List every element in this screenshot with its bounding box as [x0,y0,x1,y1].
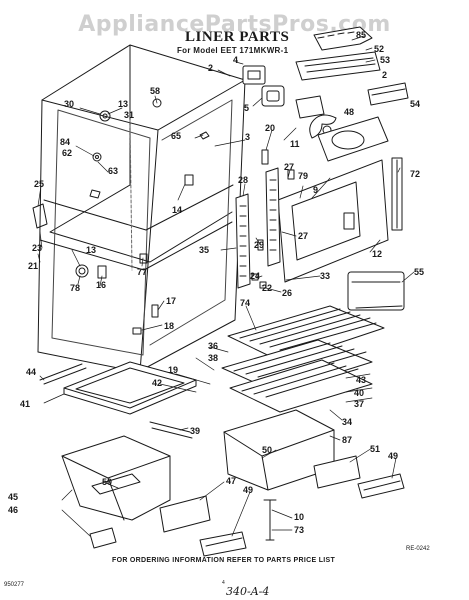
diagram-title: LINER PARTS [185,29,290,45]
callout-79: 79 [298,171,309,181]
callout-22: 22 [262,283,273,293]
bottom-trims [159,455,405,557]
callout-72: 72 [410,169,421,179]
glass-shelf [39,361,197,439]
callout-49: 49 [388,451,399,461]
callout-36: 36 [208,341,219,351]
callout-24: 24 [250,271,261,281]
callout-18: 18 [164,321,175,331]
callout-33: 33 [320,271,331,281]
page-number: 4 [222,580,225,586]
callout-11: 11 [290,139,300,149]
callout-52: 52 [374,44,385,54]
callout-37: 37 [354,399,365,409]
callout-13: 13 [118,99,129,109]
callout-50: 50 [262,445,273,455]
callout-21: 21 [28,261,39,271]
callout-62: 62 [62,148,73,158]
callout-40: 40 [354,388,365,398]
callout-41: 41 [20,399,31,409]
callout-58: 58 [150,86,161,96]
callout-53: 53 [380,55,391,65]
callout-19: 19 [168,365,179,375]
callout-63: 63 [108,166,119,176]
callout-20: 20 [265,123,276,133]
callout-44: 44 [26,367,37,377]
callout-26: 26 [282,288,293,298]
callout-77: 77 [137,267,148,277]
top-right-parts [242,26,409,283]
callout-23: 23 [32,243,43,253]
callout-65: 65 [171,131,182,141]
callout-4: 4 [233,55,239,65]
callout-12: 12 [372,249,383,259]
callout-28: 28 [238,175,249,185]
callout-2b: 2 [382,70,388,80]
callout-51: 51 [370,444,381,454]
wire-shelves [221,305,385,413]
callout-25: 25 [34,179,45,189]
callout-9: 9 [313,185,319,195]
callout-47: 47 [226,476,237,486]
cabinet-liner [32,44,246,373]
watermark: AppliancePartsPros.com [78,12,391,37]
callout-45: 45 [8,492,19,502]
callout-50b: 50 [102,477,113,487]
callout-14: 14 [172,205,183,215]
callout-84: 84 [60,137,71,147]
callout-31: 31 [124,110,135,120]
callout-2: 2 [208,63,214,73]
ordering-note: FOR ORDERING INFORMATION REFER TO PARTS … [112,557,336,564]
callout-10: 10 [294,512,305,522]
callout-3: 3 [245,132,251,142]
callout-30: 30 [64,99,75,109]
callout-78: 78 [70,283,81,293]
doc-id: RE-0242 [406,546,430,552]
callout-29: 29 [254,240,265,250]
left-code: 950277 [4,582,25,588]
callout-54: 54 [410,99,421,109]
callout-35: 35 [199,245,210,255]
callout-87: 87 [342,435,353,445]
callout-74: 74 [240,298,251,308]
callout-49b: 49 [243,485,254,495]
callout-34: 34 [342,417,353,427]
callout-73: 73 [294,525,305,535]
model-subtitle: For Model EET 171MKWR-1 [177,46,289,55]
callout-27b: 27 [298,231,309,241]
crisper-pan [223,271,405,491]
callout-38: 38 [208,353,219,363]
callout-39: 39 [190,426,201,436]
callout-27: 27 [284,162,295,172]
callout-85: 85 [356,30,367,40]
callout-55: 55 [414,267,425,277]
callout-17: 17 [166,296,177,306]
callout-46: 46 [8,505,19,515]
callout-42: 42 [152,378,163,388]
leader-lines [37,35,415,537]
meat-pan [61,435,171,549]
callout-13b: 13 [86,245,97,255]
callout-48: 48 [344,107,355,117]
callout-43: 43 [356,375,367,385]
shelf-rails [235,149,295,289]
handwritten-note: 340-A-4 [226,585,270,598]
callout-5: 5 [244,103,250,113]
callout-16: 16 [96,280,107,290]
